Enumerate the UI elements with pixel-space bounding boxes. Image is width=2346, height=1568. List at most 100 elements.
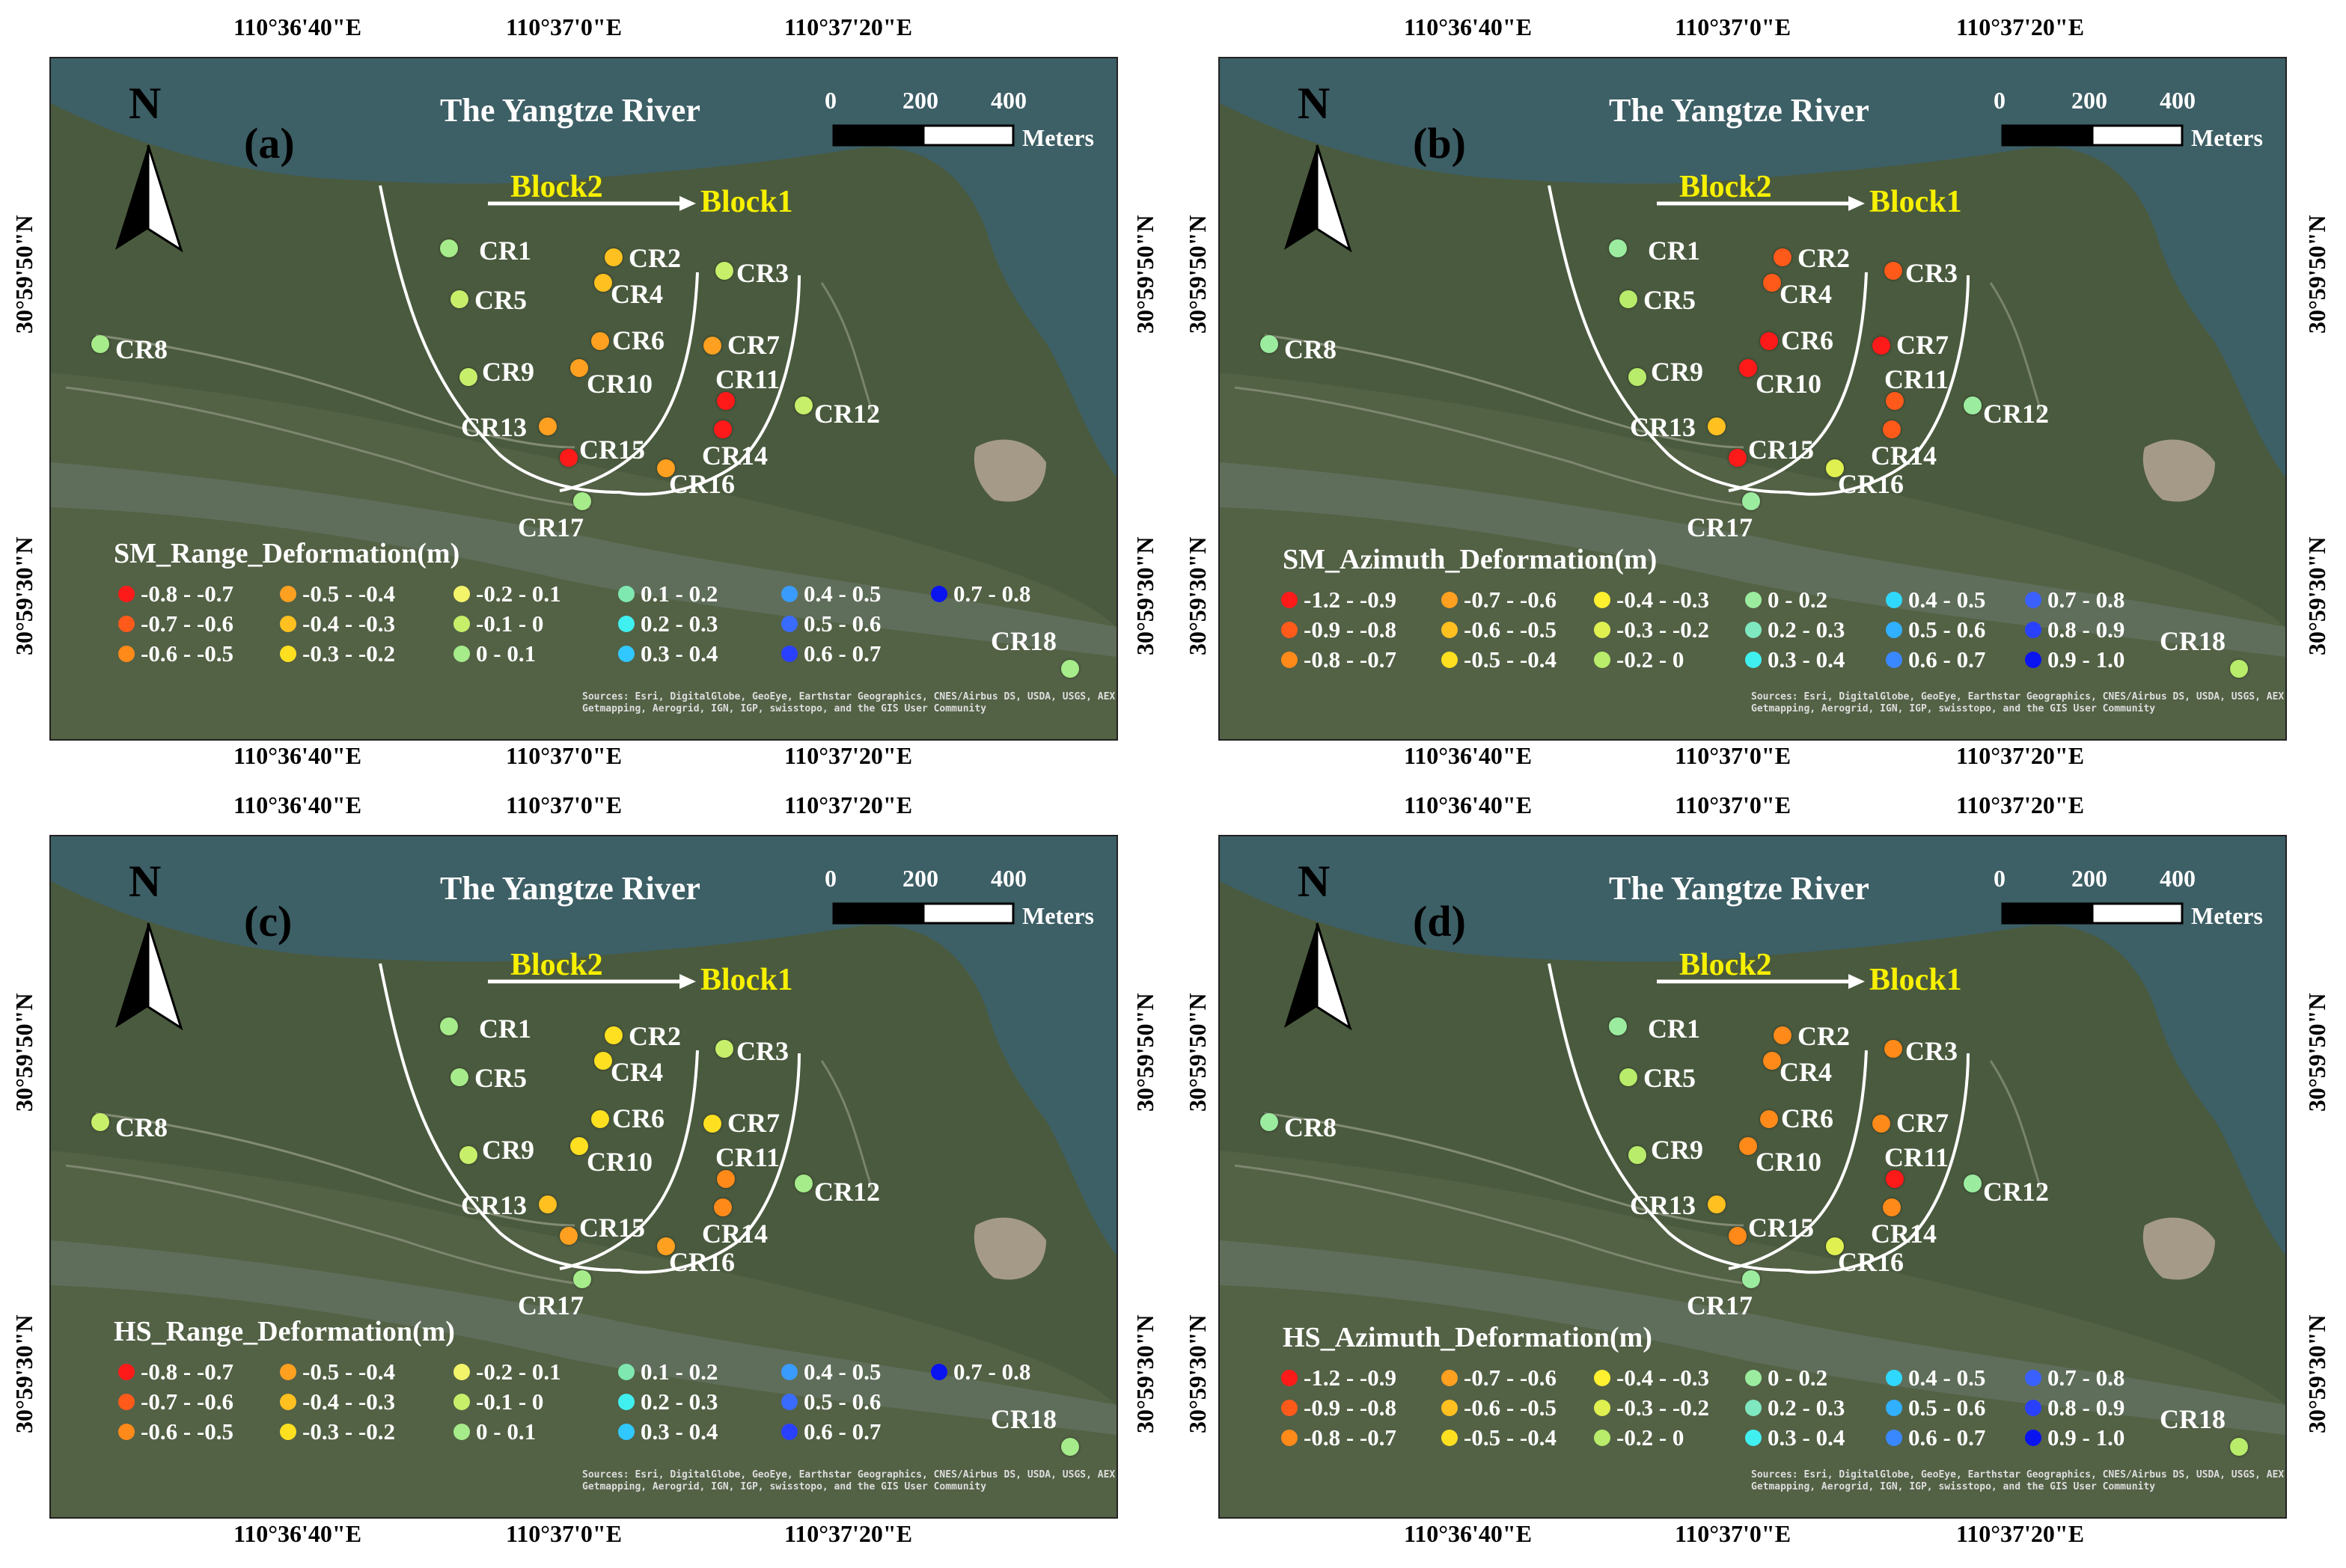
- legend-item: -0.7 - -0.6: [1441, 587, 1557, 613]
- station-label: CR3: [736, 1036, 789, 1066]
- station-label: CR5: [1643, 285, 1696, 315]
- station-point: [1708, 1195, 1726, 1213]
- station-point: [1609, 239, 1627, 257]
- legend-item: -0.5 - -0.4: [1441, 646, 1557, 673]
- legend-item-label: -0.2 - 0.1: [476, 1359, 561, 1385]
- longitude-label: 110°37'0"E: [1675, 791, 1791, 818]
- legend-item-label: 0.5 - 0.6: [1908, 1394, 1986, 1421]
- panel-label: (a): [244, 119, 295, 168]
- legend-item: -0.8 - -0.7: [118, 1359, 233, 1385]
- scale-tick-label: 200: [2071, 87, 2107, 114]
- legend-item-label: 0.9 - 1.0: [2047, 1424, 2125, 1451]
- legend-item: 0.6 - 0.7: [781, 640, 881, 667]
- station-point: [717, 1170, 735, 1188]
- legend-item: 0.6 - 0.7: [1886, 1424, 1985, 1451]
- legend-swatch: [931, 1364, 947, 1380]
- station-label: CR9: [1651, 357, 1703, 387]
- station-label: CR11: [1884, 364, 1949, 394]
- station-label: CR3: [736, 258, 789, 288]
- block-divider: [1728, 272, 1868, 492]
- legend-swatch: [1745, 622, 1762, 638]
- river-title: The Yangtze River: [1609, 870, 1869, 907]
- legend-swatch: [280, 1364, 296, 1380]
- legend-item: 0.7 - 0.8: [2025, 587, 2124, 613]
- legend-item-label: 0.2 - 0.3: [1768, 1394, 1845, 1421]
- legend-item: -0.7 - -0.6: [1441, 1365, 1557, 1391]
- legend-swatch: [1281, 622, 1298, 638]
- station-label: CR13: [461, 1190, 527, 1220]
- legend-item: -0.6 - -0.5: [118, 640, 233, 667]
- legend-swatch: [781, 1394, 798, 1410]
- station-label: CR5: [474, 285, 527, 315]
- legend-item-label: -0.5 - -0.4: [302, 581, 395, 607]
- block-divider: [559, 1050, 699, 1270]
- station-point: [1609, 1017, 1627, 1035]
- panel-label: (c): [244, 897, 293, 946]
- station-point: [560, 449, 578, 467]
- legend-item-label: 0.5 - 0.6: [804, 610, 882, 637]
- legend-title: HS_Range_Deformation(m): [114, 1316, 455, 1347]
- station-label: CR12: [1983, 1177, 2049, 1207]
- latitude-label: 30°59'50"N: [1131, 993, 1158, 1112]
- latitude-label: 30°59'30"N: [2303, 1314, 2330, 1433]
- legend-item-label: -0.7 - -0.6: [1464, 587, 1557, 613]
- legend-item: 0.6 - 0.7: [781, 1418, 881, 1445]
- legend-item: 0.2 - 0.3: [618, 610, 718, 637]
- legend-swatch: [453, 586, 470, 602]
- station-point: [570, 1137, 588, 1155]
- legend-item-label: -0.4 - -0.3: [302, 1388, 395, 1415]
- scale-bar-segment: [832, 124, 880, 147]
- scale-tick-label: 0: [1994, 865, 2006, 892]
- station-point: [717, 392, 735, 410]
- legend-item: -0.2 - 0: [1594, 646, 1684, 673]
- legend-item: -0.2 - 0.1: [453, 581, 561, 607]
- legend-item: 0.2 - 0.3: [1745, 1394, 1845, 1421]
- station-point: [459, 1146, 477, 1164]
- haze-band: [51, 462, 1117, 657]
- legend-swatch: [1745, 1370, 1762, 1386]
- station-label: CR7: [1896, 1108, 1949, 1138]
- station-point: [91, 335, 109, 353]
- landslide-boundary-outer: [1548, 963, 1970, 1274]
- longitude-label: 110°37'0"E: [1675, 1520, 1791, 1547]
- legend-item-label: -1.2 - -0.9: [1304, 587, 1396, 613]
- station-point: [1886, 392, 1904, 410]
- station-label: CR8: [1284, 1112, 1337, 1142]
- station-label: CR3: [1905, 258, 1958, 288]
- station-label: CR1: [479, 236, 531, 266]
- satellite-basemap: [51, 58, 1117, 739]
- north-arrow-left: [1284, 145, 1317, 250]
- map-attribution: Sources: Esri, DigitalGlobe, GeoEye, Ear…: [1751, 691, 2287, 714]
- river-arrow-head: [679, 196, 696, 211]
- station-point: [594, 1052, 612, 1070]
- station-label: CR14: [1871, 1219, 1937, 1249]
- station-point: [795, 396, 813, 414]
- station-point: [1826, 1237, 1844, 1255]
- station-point: [1739, 359, 1757, 377]
- station-label: CR10: [1756, 369, 1821, 399]
- latitude-label: 30°59'50"N: [1184, 993, 1211, 1112]
- block1-label: Block1: [1869, 185, 1962, 219]
- station-point: [1260, 1113, 1278, 1131]
- legend-swatch: [2025, 652, 2041, 668]
- station-label: CR16: [669, 1247, 735, 1277]
- station-label: CR15: [1748, 435, 1814, 465]
- station-label: CR18: [991, 626, 1057, 656]
- station-label: CR7: [727, 330, 780, 360]
- longitude-label: 110°36'40"E: [1404, 791, 1533, 818]
- legend-item-label: 0.3 - 0.4: [1768, 1424, 1845, 1451]
- river-arrow-head: [679, 974, 696, 989]
- longitude-label: 110°36'40"E: [233, 1520, 362, 1547]
- legend-swatch: [1594, 652, 1610, 668]
- station-point: [1872, 1115, 1890, 1133]
- legend-swatch: [280, 1424, 296, 1440]
- latitude-label: 30°59'50"N: [1131, 215, 1158, 334]
- station-label: CR15: [579, 1213, 645, 1243]
- legend-item-label: 0 - 0.2: [1768, 587, 1828, 613]
- legend-item: -0.8 - -0.7: [1281, 646, 1396, 673]
- river-arrow-head: [1848, 974, 1865, 989]
- longitude-label: 110°36'40"E: [1404, 1520, 1533, 1547]
- legend-item: -0.2 - 0.1: [453, 1359, 561, 1385]
- block2-label: Block2: [1679, 948, 1772, 982]
